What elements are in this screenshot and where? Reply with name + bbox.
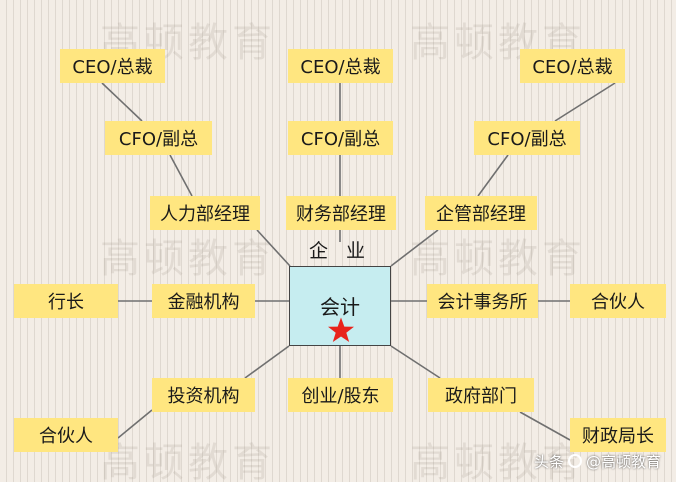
connector-line	[390, 229, 439, 267]
attribution-handle: @高顿教育	[586, 452, 662, 471]
node-finance-manager: 财务部经理	[286, 196, 396, 230]
node-founder-shareholder: 创业/股东	[288, 378, 393, 412]
enterprise-label: 企 业	[308, 240, 372, 262]
attribution-label: 头条	[534, 452, 565, 471]
connector-line	[390, 345, 441, 379]
node-accounting-firm: 会计事务所	[427, 284, 538, 318]
center-accounting-box: 会计	[289, 266, 391, 346]
center-label: 会计	[320, 295, 360, 319]
connector-line	[554, 82, 616, 122]
star-icon	[328, 317, 354, 342]
node-enterprise-manager: 企管部经理	[425, 196, 537, 230]
connector-line	[244, 345, 290, 379]
node-cfo-mid: CFO/副总	[288, 121, 393, 155]
attribution: 头条 @高顿教育	[534, 448, 661, 474]
node-cfo-right: CFO/副总	[474, 121, 580, 155]
node-ceo-left: CEO/总裁	[60, 49, 165, 83]
connector-line	[169, 154, 193, 197]
node-ceo-mid: CEO/总裁	[288, 49, 393, 83]
node-investment-institution: 投资机构	[152, 378, 255, 412]
node-bank-president: 行长	[14, 284, 118, 318]
connector-line	[256, 229, 291, 267]
node-finance-bureau-chief: 财政局长	[570, 418, 666, 452]
node-cfo-left: CFO/副总	[105, 121, 212, 155]
node-government-dept: 政府部门	[428, 378, 534, 412]
node-partner-right: 合伙人	[570, 284, 666, 318]
node-partner-left: 合伙人	[14, 418, 118, 452]
connector-line	[101, 82, 143, 122]
node-ceo-right: CEO/总裁	[520, 49, 625, 83]
connector-line	[117, 409, 153, 439]
toutiao-icon	[568, 454, 583, 468]
connector-line	[477, 154, 509, 197]
connector-line	[519, 411, 571, 441]
node-financial-institution: 金融机构	[152, 284, 255, 318]
node-hr-manager: 人力部经理	[150, 196, 260, 230]
